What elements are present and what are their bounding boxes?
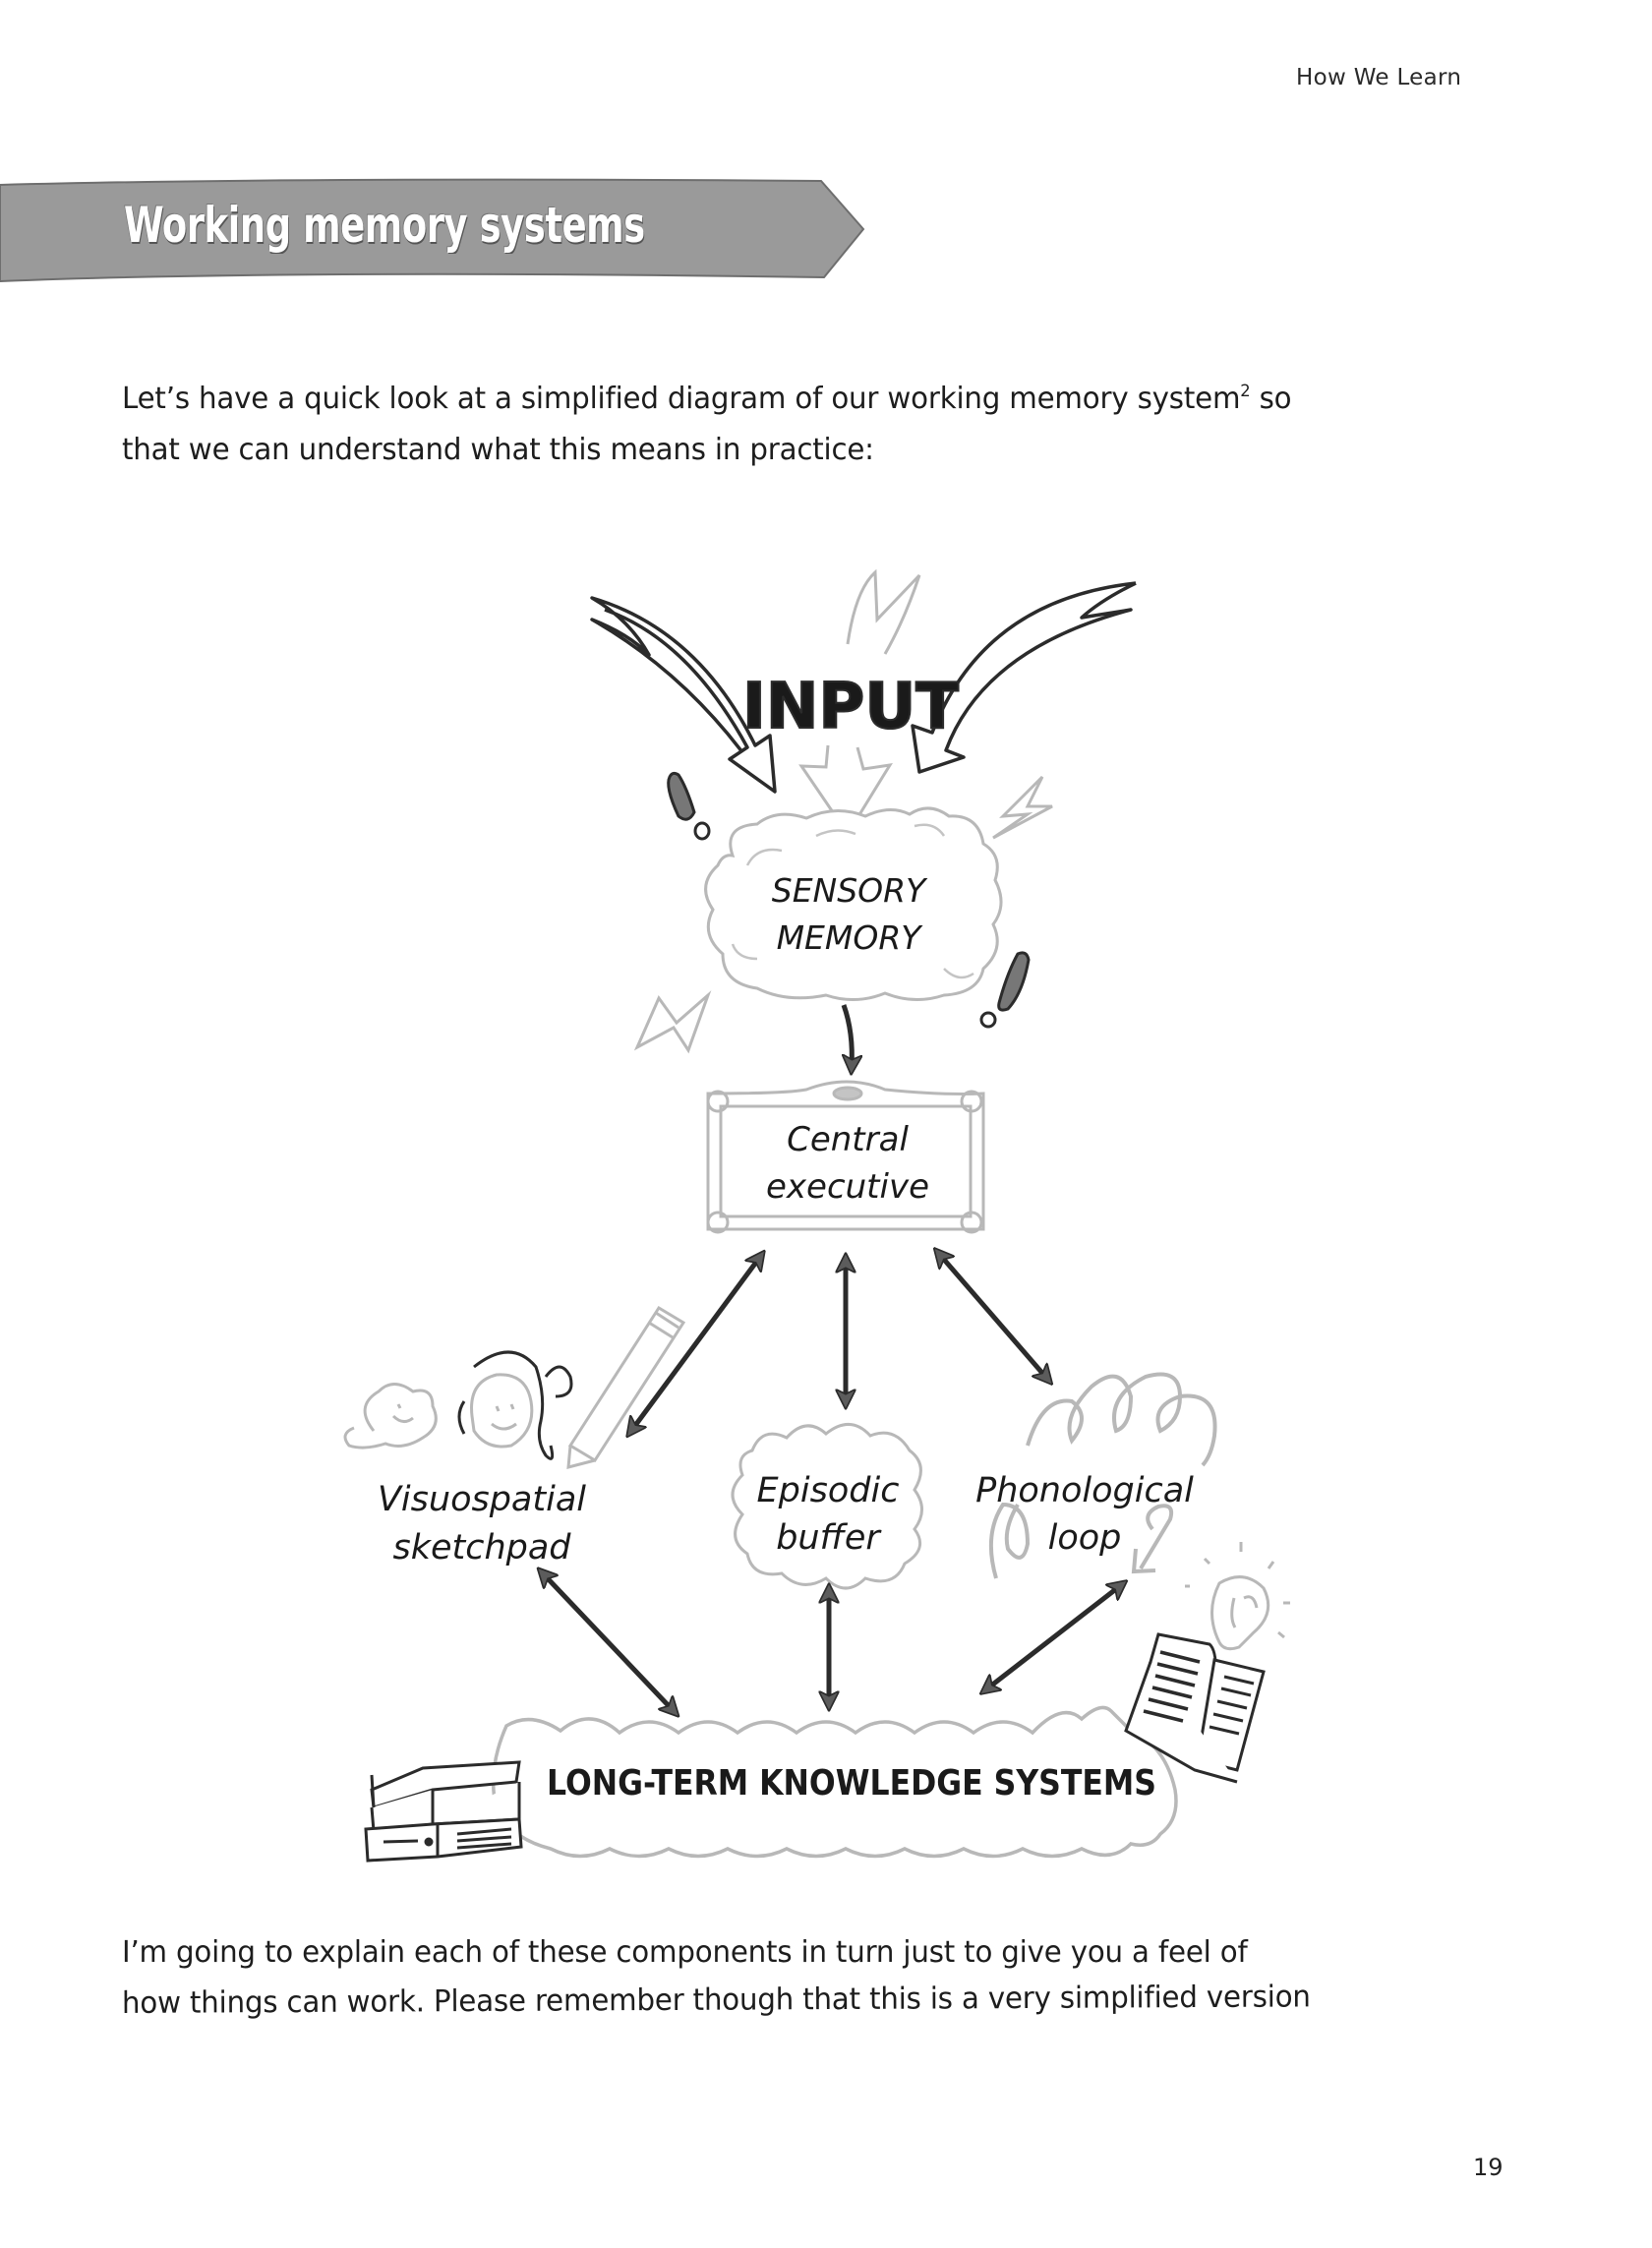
footnote-ref[interactable]: 2	[1240, 382, 1251, 401]
outro-line1: I’m going to explain each of these compo…	[122, 1935, 1248, 1970]
episodic-buffer-burst	[731, 1423, 923, 1590]
exclamation-icon	[667, 771, 711, 841]
intro-text-tail: so	[1250, 382, 1292, 416]
long-term-cloud	[491, 1705, 1178, 1859]
input-arrow-left	[590, 596, 777, 794]
arrow-central-visuospatial	[631, 1257, 760, 1431]
episodic-line1: Episodic	[757, 1471, 900, 1510]
visuospatial-line2: sketchpad	[392, 1528, 571, 1568]
sensory-memory-line2: MEMORY	[777, 918, 924, 957]
intro-text: Let’s have a quick look at a simplified …	[122, 382, 1241, 416]
phonological-line1: Phonological	[975, 1471, 1194, 1510]
stacked-books-icon	[364, 1760, 523, 1863]
exclamation-icon-right	[979, 951, 1031, 1029]
intro-line2: that we can understand what this means i…	[122, 433, 874, 467]
episodic-line2: buffer	[776, 1518, 882, 1558]
long-term-label: LONG-TERM KNOWLEDGE SYSTEMS	[547, 1763, 1156, 1804]
intro-line1: Let’s have a quick look at a simplified …	[122, 382, 1292, 416]
central-executive-line1: Central	[787, 1120, 909, 1159]
visuospatial-line1: Visuospatial	[378, 1480, 586, 1519]
page-number: 19	[1473, 2154, 1504, 2181]
open-book-icon	[1124, 1632, 1266, 1784]
section-title: Working memory systems	[124, 197, 645, 254]
spiral-loop-icon	[1026, 1372, 1217, 1467]
phonological-line2: loop	[1048, 1518, 1122, 1558]
central-executive-frame	[706, 1080, 985, 1234]
lightning-icon-right	[992, 775, 1053, 840]
curl-arrow-icon	[1131, 1504, 1174, 1574]
face-outline-dark	[457, 1400, 466, 1435]
running-head: How We Learn	[1296, 65, 1462, 90]
central-executive-line2: executive	[766, 1167, 929, 1207]
lightning-icon-left	[633, 990, 712, 1054]
section-banner: Working memory systems	[0, 175, 865, 285]
cloud-detail	[731, 823, 974, 979]
arrow-visuospatial-ltks	[543, 1573, 674, 1711]
sensory-memory-line1: SENSORY	[772, 871, 928, 910]
lightbulb-icon	[1185, 1542, 1290, 1651]
pencil-icon	[566, 1305, 686, 1469]
scribble-line	[473, 1350, 573, 1460]
banner-shape	[0, 178, 865, 283]
faces-doodle-icon	[343, 1373, 534, 1449]
intro-paragraph: Let’s have a quick look at a simplified …	[122, 366, 1292, 476]
input-label: INPUT	[742, 671, 959, 743]
arrow-central-phonological	[939, 1254, 1047, 1379]
arrow-phonological-ltks	[986, 1585, 1121, 1689]
lightning-icon	[846, 568, 921, 655]
arrow-sensory-to-central	[844, 1004, 852, 1067]
sensory-memory-cloud	[704, 806, 1003, 1001]
input-arrow-right	[911, 581, 1137, 774]
outro-paragraph: I’m going to explain each of these compo…	[122, 1927, 1311, 2030]
spiral-loop-small	[988, 1502, 1031, 1579]
outro-line2: how things can work. Please remember tho…	[121, 1980, 1311, 2021]
